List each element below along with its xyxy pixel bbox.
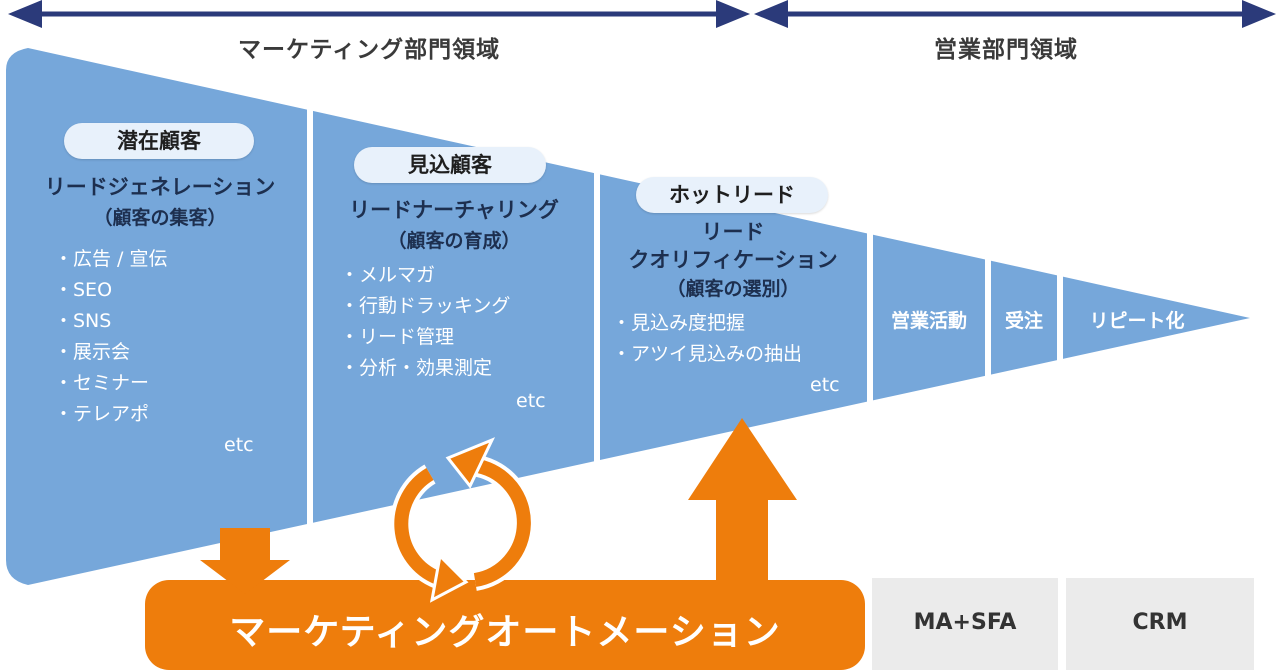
down-arrow bbox=[200, 528, 290, 594]
list-item: ・展示会 bbox=[54, 341, 131, 363]
pill-potential-customer: 潜在顧客 bbox=[64, 123, 254, 159]
list-item: ・メルマガ bbox=[340, 264, 436, 286]
stage-sales-activity: 営業活動 bbox=[890, 310, 967, 332]
list-item: ・リード管理 bbox=[340, 326, 455, 348]
pill-prospect: 見込顧客 bbox=[354, 147, 546, 183]
stage2-item-list: ・メルマガ ・行動ドラッキング ・リード管理 ・分析・効果測定 bbox=[340, 260, 510, 384]
list-item: ・SEO bbox=[54, 279, 113, 301]
list-item: ・見込み度把握 bbox=[612, 312, 746, 334]
funnel-shape bbox=[6, 48, 1250, 585]
stage1-item-list: ・広告 / 宣伝 ・SEO ・SNS ・展示会 ・セミナー ・テレアポ bbox=[54, 244, 167, 430]
stage1-etc: etc bbox=[224, 434, 254, 456]
tool-label-crm: CRM bbox=[1132, 610, 1188, 635]
marketing-range-arrow bbox=[8, 0, 750, 28]
stage-repeat: リピート化 bbox=[1089, 310, 1185, 332]
stage-order: 受注 bbox=[1004, 310, 1043, 332]
cycle-arrows-icon bbox=[390, 437, 535, 603]
stage3-title-line2: クオリフィケーション bbox=[628, 248, 838, 272]
list-item: ・テレアポ bbox=[54, 403, 150, 425]
automation-bar bbox=[145, 580, 865, 670]
sales-range-arrow bbox=[754, 0, 1276, 28]
list-item: ・アツイ見込みの抽出 bbox=[612, 343, 803, 365]
list-item: ・セミナー bbox=[54, 372, 150, 394]
sales-department-label: 営業部門領域 bbox=[934, 37, 1078, 63]
stage2-etc: etc bbox=[516, 390, 546, 412]
stage3-item-list: ・見込み度把握 ・アツイ見込みの抽出 bbox=[612, 308, 802, 370]
list-item: ・分析・効果測定 bbox=[340, 357, 493, 379]
tool-label-ma-sfa: MA+SFA bbox=[913, 610, 1017, 635]
marketing-department-label: マーケティング部門領域 bbox=[238, 37, 501, 63]
list-item: ・SNS bbox=[54, 310, 112, 332]
tool-box-crm: CRM bbox=[1066, 578, 1254, 670]
stage-dividers bbox=[307, 100, 1063, 532]
stage1-subtitle: （顧客の集客） bbox=[93, 207, 227, 229]
stage3-subtitle: （顧客の選別） bbox=[666, 278, 800, 300]
automation-label: マーケティングオートメーション bbox=[229, 612, 781, 653]
stage3-title-line1: リード bbox=[701, 220, 765, 244]
tool-box-ma-sfa: MA+SFA bbox=[872, 578, 1058, 670]
stage1-title: リードジェネレーション bbox=[44, 175, 276, 199]
stage3-etc: etc bbox=[810, 374, 840, 396]
stage2-subtitle: （顧客の育成） bbox=[387, 230, 521, 252]
list-item: ・行動ドラッキング bbox=[340, 295, 511, 317]
up-arrow bbox=[688, 418, 797, 590]
pill-hot-lead: ホットリード bbox=[636, 177, 828, 213]
stage2-title: リードナーチャリング bbox=[349, 198, 559, 222]
list-item: ・広告 / 宣伝 bbox=[54, 248, 168, 270]
